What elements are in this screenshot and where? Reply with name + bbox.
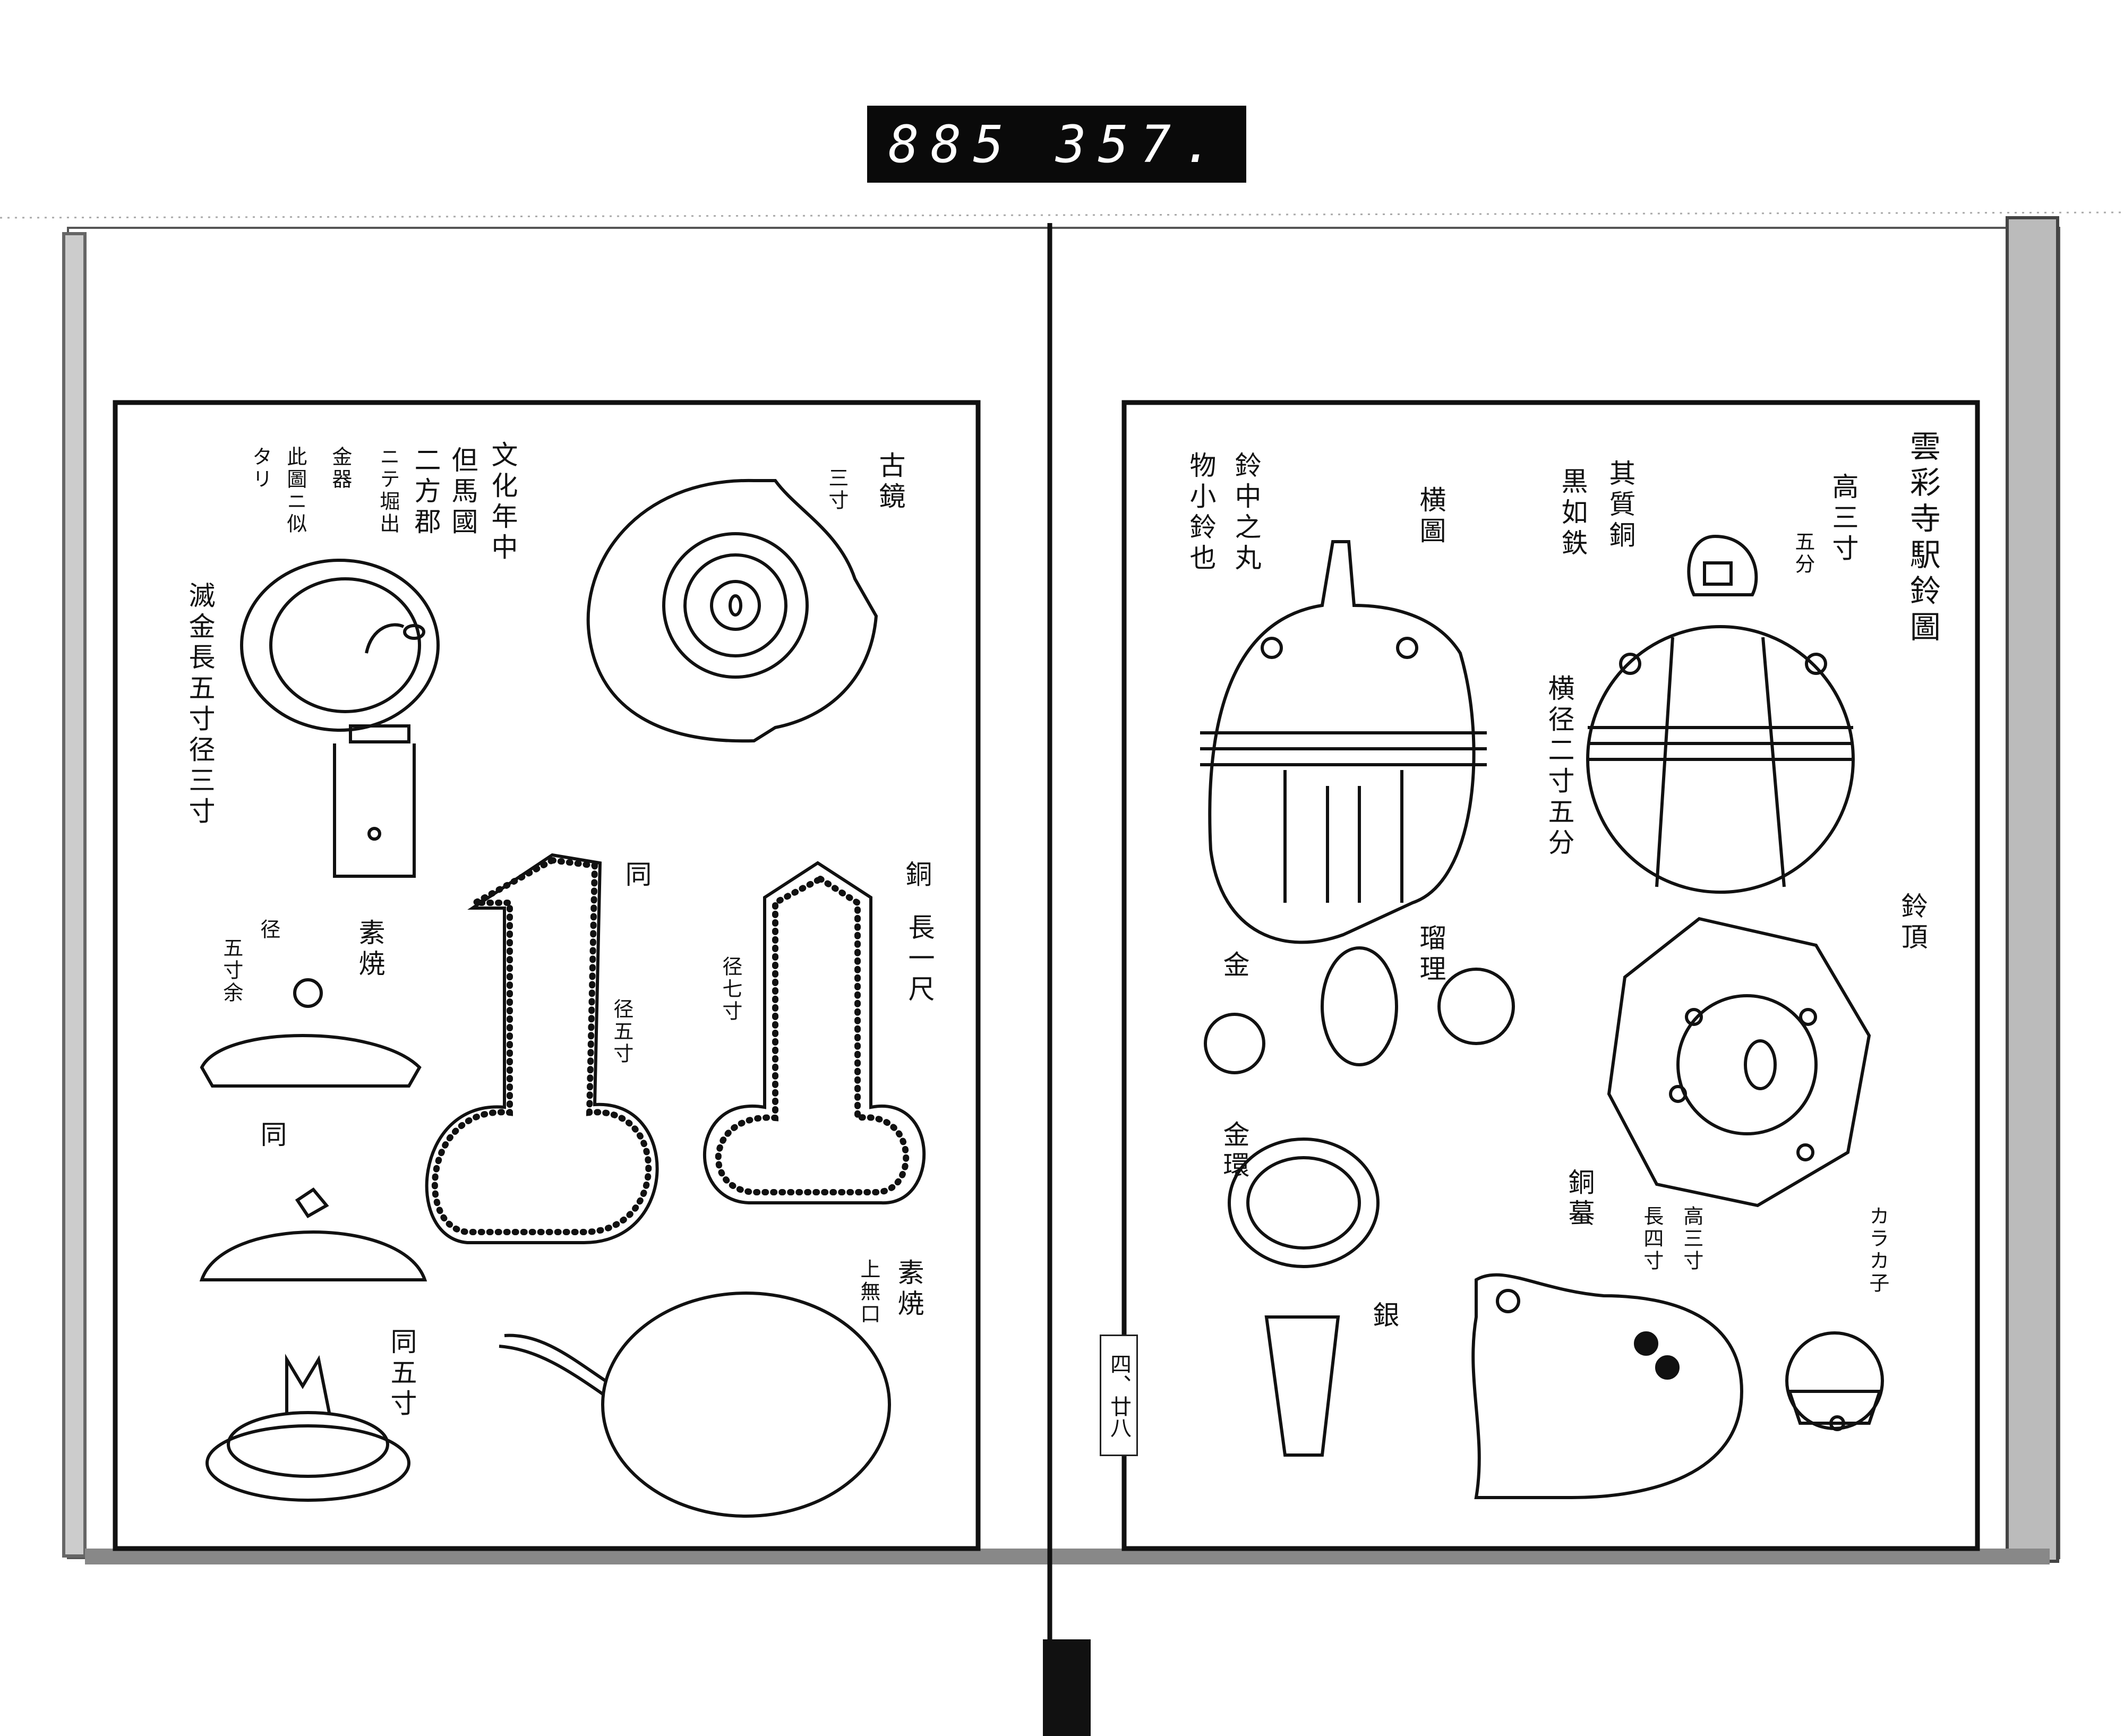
material-1: 其質銅 [1605,459,1636,552]
spine-block [1043,1639,1091,1736]
archive-label-right: 357. [1055,114,1225,174]
copper-ornament-small-drawing [425,853,659,1244]
mirror-size: 三寸 [825,467,849,512]
lapis-label: 瑠理 [1415,924,1446,986]
gilt-mirror-drawing [240,559,440,878]
bell-height: 高三寸 [1828,473,1859,565]
ancient-mirror-drawing [586,478,878,743]
same-label-1: 同 [621,860,652,891]
right-page [1049,227,2060,1559]
vessel-material: 素焼 [893,1259,924,1320]
gold-label: 金 [1219,951,1250,981]
copper-toad-drawing [1471,1273,1744,1499]
note-col-7: タリ [249,446,272,491]
lid-material: 素焼 [354,919,386,980]
archive-label: 885 357. [867,106,1246,183]
right-frame [1121,400,1980,1551]
note-col-3: 二方郡 [410,446,441,538]
small-bell-label: カラカ子 [1865,1205,1889,1295]
note-col-4: ニテ堀出 [376,446,400,535]
lid-diameter-label: 径 [256,919,280,941]
inner-note-2: 物小鈴也 [1185,451,1217,575]
page-edge-left [62,232,87,1558]
bell-height-fraction: 五分 [1791,531,1815,576]
page-title: 雲彩寺駅鈴圖 [1904,430,1941,647]
note-col-6: 此圖ニ似 [283,446,307,535]
bell-side-view-drawing [1200,540,1487,944]
bell-top-label: 鈴頂 [1897,892,1928,954]
note-col-2: 但馬國 [447,446,478,538]
left-page [67,227,1051,1559]
gold-ring-label: 金環 [1219,1121,1250,1182]
note-col-1: 文化年中 [487,441,518,564]
same-diameter: 径五寸 [610,998,633,1065]
side-view-label: 横圖 [1415,486,1446,548]
toad-length: 長四寸 [1640,1205,1664,1272]
left-frame [113,400,981,1551]
same-five: 同五寸 [386,1328,417,1420]
same-label-2: 同 [256,1121,287,1151]
bell-front-view-drawing [1586,534,1855,894]
copper-label: 銅 [901,860,932,891]
archive-label-left: 885 [888,114,1016,174]
gilt-mirror-label: 滅金長五寸径三寸 [184,581,216,828]
page-number: 四、廿八 [1100,1335,1138,1456]
page-edge [2006,216,2059,1563]
silver-label: 銀 [1368,1301,1400,1332]
copper-length: 長一尺 [904,913,935,1006]
lid-diameter: 五寸余 [219,937,243,1004]
note-col-5: 金器 [328,446,352,491]
inner-note-1: 鈴中之丸 [1230,451,1262,575]
lid-drawings [199,978,427,1502]
small-bell-drawing [1785,1331,1884,1431]
material-2: 黒如鉄 [1557,467,1588,560]
bell-width: 横径二寸五分 [1544,674,1575,859]
bell-top-drawing [1607,917,1871,1208]
toad-height: 高三寸 [1680,1205,1703,1272]
beads-drawing [1204,946,1515,1457]
mirror-title: 古鏡 [875,451,906,513]
copper-ornament-large-drawing [703,861,926,1205]
vessel-note: 上無口 [857,1259,880,1325]
toad-label: 銅蟇 [1564,1168,1595,1230]
clay-vessel-drawing [499,1292,891,1518]
copper-diameter: 径七寸 [718,956,742,1023]
bottom-edge [85,1549,2050,1564]
